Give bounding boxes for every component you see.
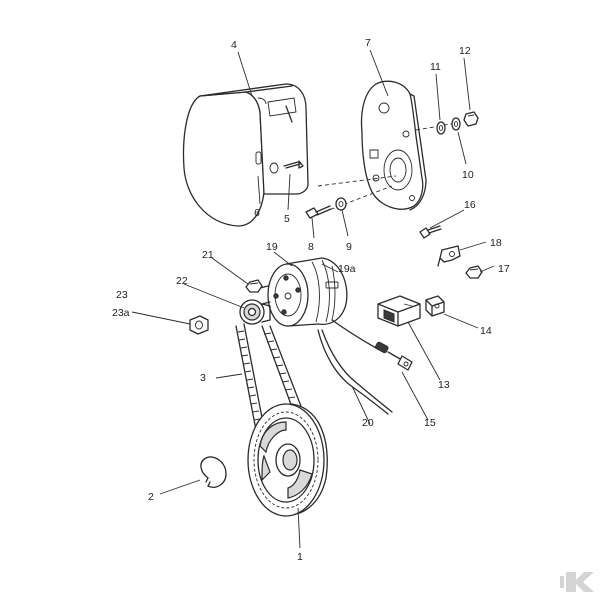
nut-17 [465,265,483,279]
nut-23 [189,315,209,335]
nut-12 [463,111,479,127]
circlip [200,456,227,488]
callout-12: 12 [459,45,471,57]
callout-11: 11 [430,61,441,73]
screw-16 [419,225,442,239]
washer-11 [436,121,446,135]
washer-9 [335,197,347,211]
callout-2: 2 [148,491,154,503]
callout-22: 22 [176,275,188,287]
washer-10 [451,117,461,131]
small-pulley [239,299,271,325]
brand-logo: K [560,572,594,592]
callout-3: 3 [200,372,206,384]
terminal-block [425,295,445,317]
callout-9: 9 [346,241,352,253]
nut-21 [245,279,263,293]
callout-20: 20 [362,417,374,429]
callout-19: 19 [266,241,278,253]
callout-labels: 4 6 5 7 11 12 10 8 9 16 18 17 19 19a 21 … [112,37,510,563]
switch [377,295,421,327]
callout-18: 18 [490,237,502,249]
callout-7: 7 [365,37,371,49]
callout-8: 8 [308,241,314,253]
assembly-line-cover [317,175,397,187]
callout-13: 13 [438,379,450,391]
callout-4: 4 [231,39,237,51]
callout-23a: 23a [112,307,130,319]
callout-6: 6 [254,207,260,219]
motor [259,257,348,327]
callout-14: 14 [480,325,492,337]
callout-10: 10 [462,169,474,181]
bolt-8 [305,205,332,219]
callout-5: 5 [284,213,290,225]
large-toothed-pulley [247,403,328,517]
callout-17: 17 [498,263,510,275]
cable-clip-18 [437,245,461,267]
mounting-plate [360,80,427,211]
callout-15: 15 [424,417,436,429]
callout-19a: 19a [338,263,356,275]
callout-21: 21 [202,249,214,261]
toothed-belt [235,323,305,431]
callout-16: 16 [464,199,476,211]
callout-23: 23 [116,289,128,301]
connector-lead [375,341,413,371]
cable [317,319,393,415]
callout-1: 1 [297,551,303,563]
belt-cover [182,83,309,227]
leader-lines [131,49,495,549]
assembly-line-bolt [323,185,393,213]
